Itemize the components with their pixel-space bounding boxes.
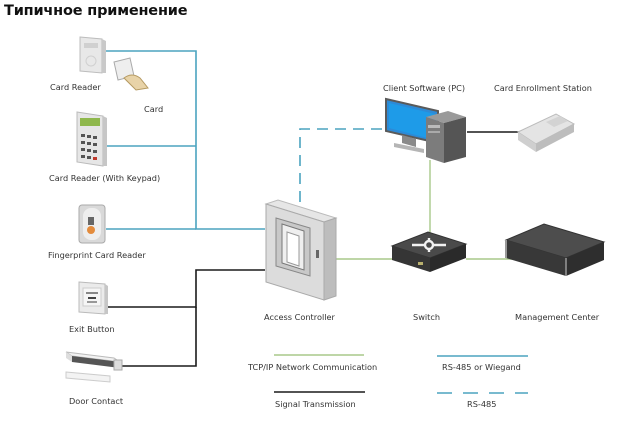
door-contact-icon bbox=[65, 351, 123, 383]
card-enrollment-icon bbox=[516, 113, 576, 152]
wire-door-contact bbox=[118, 307, 197, 367]
keypad-reader-icon bbox=[76, 111, 107, 167]
page-title: Типичное применение bbox=[4, 3, 188, 19]
card-enrollment-label: Card Enrollment Station bbox=[494, 83, 592, 93]
legend-rs485-label: RS-485 bbox=[467, 399, 497, 409]
fingerprint-reader-icon bbox=[78, 204, 106, 244]
card-reader-icon bbox=[79, 36, 106, 74]
wire-exit-button bbox=[107, 269, 265, 308]
switch-icon bbox=[390, 231, 468, 272]
legend-signal-label: Signal Transmission bbox=[275, 399, 356, 409]
card-label: Card bbox=[144, 104, 164, 114]
management-center-icon bbox=[504, 223, 606, 276]
wire-rs485-dashed bbox=[299, 128, 385, 202]
client-pc-icon bbox=[385, 97, 466, 163]
keypad-reader-label: Card Reader (With Keypad) bbox=[49, 173, 161, 183]
legend-rs485-wiegand-label: RS-485 or Wiegand bbox=[442, 362, 521, 372]
legend-tcpip-label: TCP/IP Network Communication bbox=[248, 362, 378, 372]
management-center-label: Management Center bbox=[515, 312, 600, 322]
card-icon bbox=[113, 57, 149, 91]
exit-button-label: Exit Button bbox=[69, 324, 115, 334]
signal-wires bbox=[107, 131, 520, 367]
door-contact-label: Door Contact bbox=[69, 396, 124, 406]
rs485-wiegand-wires bbox=[106, 50, 265, 230]
access-controller-label: Access Controller bbox=[264, 312, 335, 322]
access-controller-icon bbox=[264, 199, 338, 301]
wire-card-reader bbox=[106, 50, 265, 230]
card-reader-label: Card Reader bbox=[50, 82, 101, 92]
switch-label: Switch bbox=[413, 312, 441, 322]
client-software-label: Client Software (PC) bbox=[383, 83, 466, 93]
exit-button-icon bbox=[78, 281, 108, 315]
fingerprint-reader-label: Fingerprint Card Reader bbox=[48, 250, 146, 260]
